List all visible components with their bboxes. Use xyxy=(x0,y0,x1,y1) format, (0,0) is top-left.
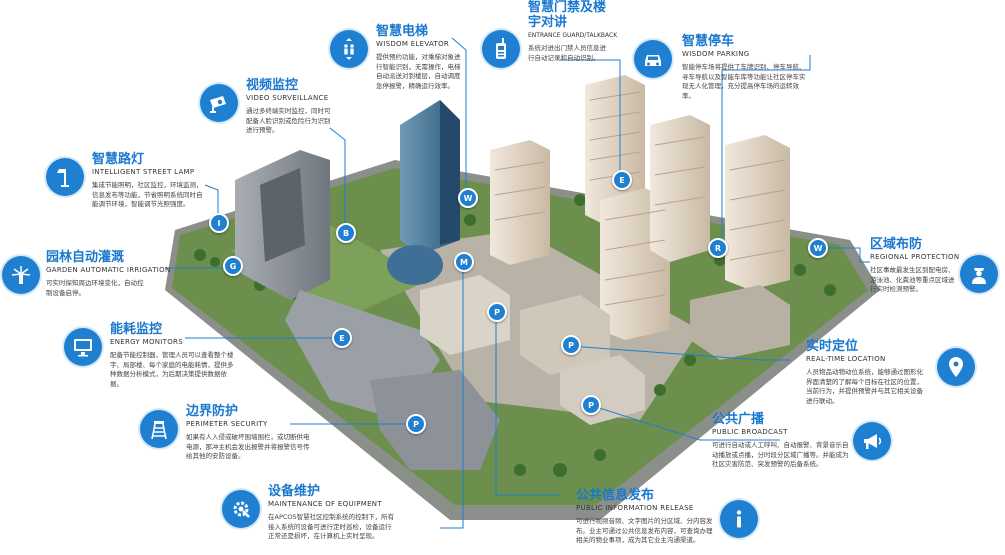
sprinkler-icon xyxy=(2,256,40,294)
feature-description: 如果有人入侵或破坏围墙围栏，或切断供电电源，那冲主机会发出报警并将报警信号传给其… xyxy=(186,433,310,460)
feature-subtitle: ENTRANCE GUARD/TALKBACK xyxy=(528,32,618,39)
feature-description: 可进行视频音频、文字图片的分区域、分内容发布。业主可通过公共信息发布内容，可查询… xyxy=(576,517,713,544)
marker-g[interactable]: G xyxy=(223,256,243,276)
feature-title: 公共广播 xyxy=(712,412,765,427)
feature-subtitle: WISDOM PARKING xyxy=(682,50,750,58)
feature-maintenance: 设备维护 MAINTENANCE OF EQUIPMENT 在APCOS智慧社区… xyxy=(268,484,418,542)
marker-w-north[interactable]: W xyxy=(458,188,478,208)
feature-broadcast: 公共广播 PUBLIC BROADCAST 可进行自动或人工呼叫、自动报警、背景… xyxy=(712,412,854,470)
feature-elevator: 智慧电梯 WISDOM ELEVATOR 提供预约功能，对乘梯对象进行智能识别，… xyxy=(376,24,471,91)
feature-description: 可实时探知周边环境变化，自动控制设备启停。 xyxy=(46,279,144,297)
feature-subtitle: VIDEO SURVEILLANCE xyxy=(246,94,329,102)
feature-title: 能耗监控 xyxy=(110,322,163,337)
feature-parking: 智慧停车 WISDOM PARKING 智能停车场将提供了车牌识别、停车导航、寻… xyxy=(682,34,812,101)
feature-subtitle: INTELLIGENT STREET LAMP xyxy=(92,168,195,176)
feature-info: 公共信息发布 PUBLIC INFORMATION RELEASE 可进行视频音… xyxy=(576,488,718,546)
walkie-talkie-icon xyxy=(482,30,520,68)
feature-video: 视频监控 VIDEO SURVEILLANCE 通过多终端实时监控，同时可配备人… xyxy=(246,78,341,136)
feature-title: 智慧停车 xyxy=(682,34,735,49)
feature-subtitle: PERIMETER SECURITY xyxy=(186,420,268,428)
feature-subtitle: WISDOM ELEVATOR xyxy=(376,40,450,48)
feature-subtitle: PUBLIC INFORMATION RELEASE xyxy=(576,504,694,512)
camera-icon xyxy=(200,84,238,122)
marker-p-2[interactable]: P xyxy=(561,335,581,355)
marker-p-4[interactable]: P xyxy=(406,414,426,434)
feature-description: 在APCOS智慧社区控制系统的控制下，所有接入系统的设备可进行定时巡检，设备运行… xyxy=(268,513,395,540)
feature-description: 系统对进出门禁人员信息进行自动记录和自动识别。 xyxy=(528,44,606,62)
feature-subtitle: MAINTENANCE OF EQUIPMENT xyxy=(268,500,382,508)
feature-title: 边界防护 xyxy=(186,404,239,419)
elevator-icon xyxy=(330,30,368,68)
marker-e-north[interactable]: E xyxy=(612,170,632,190)
feature-subtitle: ENERGY MONITORS xyxy=(110,338,183,346)
feature-regional: 区域布防 REGIONAL PROTECTION 社区事故最发生区到配电房、游泳… xyxy=(870,237,962,295)
feature-title: 实时定位 xyxy=(806,339,859,354)
monitor-icon xyxy=(64,328,102,366)
feature-description: 社区事故最发生区到配电房、游泳池、化粪池等重点区域进行实时检测预警。 xyxy=(870,266,955,293)
feature-description: 通过多终端实时监控，同时可配备人脸识别或危险行为识别进行预警。 xyxy=(246,107,331,134)
street-lamp-icon xyxy=(46,158,84,196)
feature-subtitle: GARDEN AUTOMATIC IRRIGATION xyxy=(46,266,171,274)
feature-title: 园林自动灌溉 xyxy=(46,250,125,265)
feature-subtitle: REAL-TIME LOCATION xyxy=(806,355,886,363)
feature-title: 视频监控 xyxy=(246,78,299,93)
feature-streetlamp: 智慧路灯 INTELLIGENT STREET LAMP 集成节能照明，社区监控… xyxy=(92,152,212,210)
feature-description: 智能停车场将提供了车牌识别、停车导航、寻车导航以及智能车库等功能让社区停车实现无… xyxy=(682,63,806,100)
feature-perimeter: 边界防护 PERIMETER SECURITY 如果有人入侵或破坏围墙围栏，或切… xyxy=(186,404,316,462)
marker-w-east[interactable]: W xyxy=(808,238,828,258)
feature-description: 提供预约功能，对乘梯对象进行智能识别，无需操作，电梯自动派送对到楼层，自动调度急… xyxy=(376,53,461,90)
location-pin-icon xyxy=(937,348,975,386)
megaphone-icon xyxy=(853,422,891,460)
feature-title: 设备维护 xyxy=(268,484,321,499)
feature-title: 智慧门禁及楼宇对讲 xyxy=(528,0,607,30)
feature-title: 智慧电梯 xyxy=(376,24,429,39)
feature-description: 可进行自动或人工呼叫、自动报警、背景音乐自动播放或点播，分时段分区域广播等。并能… xyxy=(712,441,849,468)
feature-location: 实时定位 REAL-TIME LOCATION 人员物品动物动位系统，能够通过图… xyxy=(806,339,936,406)
feature-subtitle: PUBLIC BROADCAST xyxy=(712,428,788,436)
feature-subtitle: REGIONAL PROTECTION xyxy=(870,253,960,261)
feature-description: 配备节能控制器，管理人员可以查看整个楼宇、局部楼、每个家庭的电能耗情，提供多种数… xyxy=(110,351,234,388)
info-icon xyxy=(720,500,758,538)
feature-description: 人员物品动物动位系统，能够通过图形化界面清楚的了解每个目标在社区的位置，当前行为… xyxy=(806,368,923,405)
marker-b[interactable]: B xyxy=(336,223,356,243)
marker-p-3[interactable]: P xyxy=(581,395,601,415)
car-icon xyxy=(634,40,672,78)
feature-title: 智慧路灯 xyxy=(92,152,145,167)
feature-irrigation: 园林自动灌溉 GARDEN AUTOMATIC IRRIGATION 可实时探知… xyxy=(46,250,171,298)
marker-m[interactable]: M xyxy=(454,252,474,272)
tower-icon xyxy=(140,410,178,448)
marker-e-west[interactable]: E xyxy=(332,328,352,348)
guard-icon xyxy=(960,255,998,293)
feature-energy: 能耗监控 ENERGY MONITORS 配备节能控制器，管理人员可以查看整个楼… xyxy=(110,322,240,389)
gear-icon xyxy=(222,490,260,528)
feature-title: 公共信息发布 xyxy=(576,488,655,503)
feature-description: 集成节能照明，社区监控，环境监测，信息发布等功能，节省照明系统同时自能调节环境，… xyxy=(92,181,203,208)
feature-entrance: 智慧门禁及楼宇对讲 ENTRANCE GUARD/TALKBACK 系统对进出门… xyxy=(528,0,618,63)
marker-i[interactable]: I xyxy=(209,213,229,233)
marker-r[interactable]: R xyxy=(708,238,728,258)
feature-title: 区域布防 xyxy=(870,237,923,252)
marker-p-1[interactable]: P xyxy=(487,302,507,322)
